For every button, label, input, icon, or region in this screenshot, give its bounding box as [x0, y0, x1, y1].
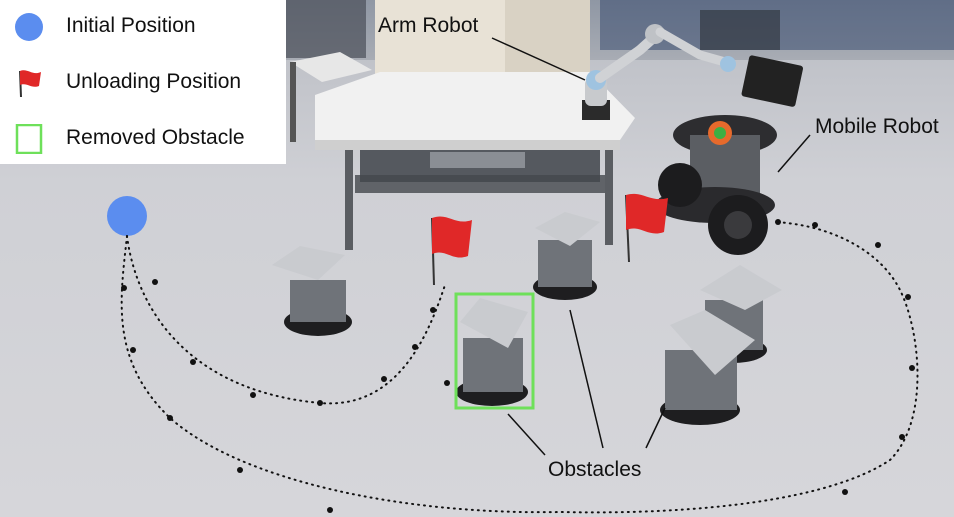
trajectory-waypoints	[121, 219, 915, 513]
legend-item-unloading-position: Unloading Position	[0, 60, 286, 104]
table	[315, 72, 635, 250]
circle-icon	[15, 13, 43, 41]
flag-icon-left	[431, 216, 472, 286]
callout-mobile-robot: Mobile Robot	[815, 115, 939, 138]
legend-item-removed-obstacle: Removed Obstacle	[0, 116, 286, 160]
obstacle-robot-removed	[456, 298, 528, 406]
legend-label-unloading-position: Unloading Position	[66, 70, 242, 93]
callout-lines	[491, 37, 811, 456]
arm-robot	[582, 24, 736, 120]
trajectory-paths	[120, 221, 919, 514]
obstacle-robot-right-front	[660, 310, 755, 425]
flag-icon	[19, 70, 41, 98]
flag-icon-right	[625, 193, 668, 263]
legend-label-removed-obstacle: Removed Obstacle	[66, 126, 245, 149]
initial-position-marker	[107, 196, 147, 236]
removed-obstacle-box	[454, 292, 535, 410]
obstacle-robot-center	[533, 212, 600, 300]
callout-obstacles: Obstacles	[548, 458, 642, 481]
legend: Initial Position Unloading Position Remo…	[0, 0, 286, 164]
callout-arm-robot: Arm Robot	[378, 14, 479, 37]
legend-item-initial-position: Initial Position	[0, 4, 286, 48]
green-box-icon	[15, 124, 43, 154]
mobile-robot	[655, 55, 803, 255]
obstacle-robot-left	[272, 246, 352, 336]
legend-label-initial-position: Initial Position	[66, 14, 196, 37]
side-desk	[290, 52, 372, 82]
